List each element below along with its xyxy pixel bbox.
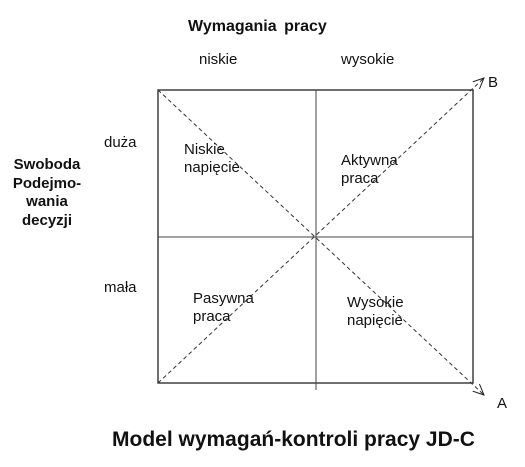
quadrant-top-left-line-1: Niskie bbox=[184, 141, 225, 158]
left-axis-high-label: duża bbox=[104, 134, 137, 151]
quadrant-top-right-label: Aktywna praca bbox=[341, 152, 398, 188]
arrow-label-b: B bbox=[488, 74, 499, 91]
quadrant-bottom-left-line-2: praca bbox=[193, 308, 231, 325]
left-axis-title-line-2: Podejmo- bbox=[12, 174, 82, 192]
quadrant-bottom-right-line-2: napięcie bbox=[347, 312, 403, 329]
left-axis-title: Swoboda Podejmo- wania decyzji bbox=[6, 156, 88, 230]
quadrant-top-right-line-1: Aktywna bbox=[341, 152, 398, 169]
top-axis-title: Wymagania pracy bbox=[188, 18, 327, 35]
quadrant-bottom-right-line-1: Wysokie bbox=[347, 294, 404, 311]
diagonal-arrow-a bbox=[157, 89, 484, 395]
left-axis-title-line-4: decyzji bbox=[21, 211, 73, 229]
quadrant-bottom-left-line-1: Pasywna bbox=[193, 290, 254, 307]
quadrant-top-left-label: Niskie napięcie bbox=[184, 141, 240, 177]
quadrant-bottom-left-label: Pasywna praca bbox=[193, 290, 254, 326]
arrow-label-a: A bbox=[497, 395, 508, 412]
quadrant-top-left-line-2: napięcie bbox=[184, 159, 240, 176]
left-axis-title-line-3: wania bbox=[26, 193, 68, 210]
quadrant-top-right-line-2: praca bbox=[341, 170, 379, 187]
top-axis-high-label: wysokie bbox=[341, 51, 395, 68]
left-axis-title-line-1: Swoboda bbox=[13, 156, 81, 173]
diagram-caption: Model wymagań-kontroli pracy JD-C bbox=[112, 428, 475, 451]
left-axis-low-label: mała bbox=[104, 279, 137, 296]
diagonal-arrow-b bbox=[157, 78, 484, 384]
top-axis-low-label: niskie bbox=[199, 51, 238, 68]
quadrant-bottom-right-label: Wysokie napięcie bbox=[347, 294, 404, 330]
